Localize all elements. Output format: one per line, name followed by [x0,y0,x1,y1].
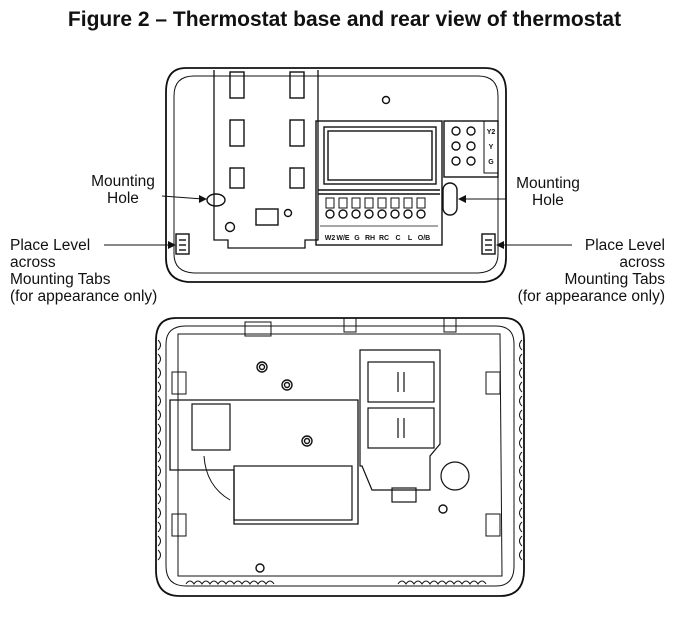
terminal-block [315,120,443,246]
right-vents [519,339,523,561]
terminal-label: L [408,235,413,242]
side-terminal-label: G [488,159,494,166]
clip-tab [289,119,305,147]
right-level-tab [481,233,496,255]
right-level-line4: (for appearance only) [517,288,665,305]
clip-tab [229,71,245,99]
right-mounting-hole-line1: Mounting [516,175,580,192]
terminal-label: W2 [325,235,336,242]
wire-opening [255,208,279,226]
clip-tab [289,167,305,189]
left-level-line2: across [10,254,56,271]
side-terminal-label: Y [489,144,494,151]
right-mounting-hole-icon [442,182,458,216]
left-level-tab [175,233,190,255]
left-level-line4: (for appearance only) [10,288,158,305]
terminal-label: RH [365,235,375,242]
terminal-label: RC [379,235,389,242]
right-level-line3: Mounting Tabs [564,271,665,288]
left-mounting-hole-label: Mounting Hole [86,173,160,207]
clip-tab [229,119,245,147]
left-mounting-hole-line2: Hole [107,190,139,207]
right-level-line2: across [619,254,665,271]
left-vents [157,339,161,561]
right-mounting-hole-label: Mounting Hole [510,175,586,209]
thermostat-rear-view [155,317,525,597]
terminal-screws [325,197,426,219]
clip-tab [229,167,245,189]
thermostat-base: W2 W/E G RH RC C L O/B Y2 Y G [104,67,572,283]
figure-title: Figure 2 – Thermostat base and rear view… [67,8,622,31]
battery-compartment [359,349,470,503]
callout-leaders [104,195,572,249]
terminal-label: W/E [336,235,350,242]
left-mounting-hole-line1: Mounting [91,173,155,190]
side-terminal-label: Y2 [487,129,496,136]
terminal-label: O/B [418,235,430,242]
terminal-label: G [354,235,360,242]
left-level-line3: Mounting Tabs [10,271,111,288]
right-level-label: Place Level across Mounting Tabs (for ap… [518,237,665,305]
left-level-label: Place Level across Mounting Tabs (for ap… [10,237,157,305]
bottom-vents [185,580,487,585]
left-mounting-hole-icon [206,193,226,207]
right-mounting-hole-line2: Hole [532,192,564,209]
clip-tab [289,71,305,99]
terminal-label: C [395,235,400,242]
right-level-line1: Place Level [584,237,665,254]
left-level-line1: Place Level [10,237,91,254]
